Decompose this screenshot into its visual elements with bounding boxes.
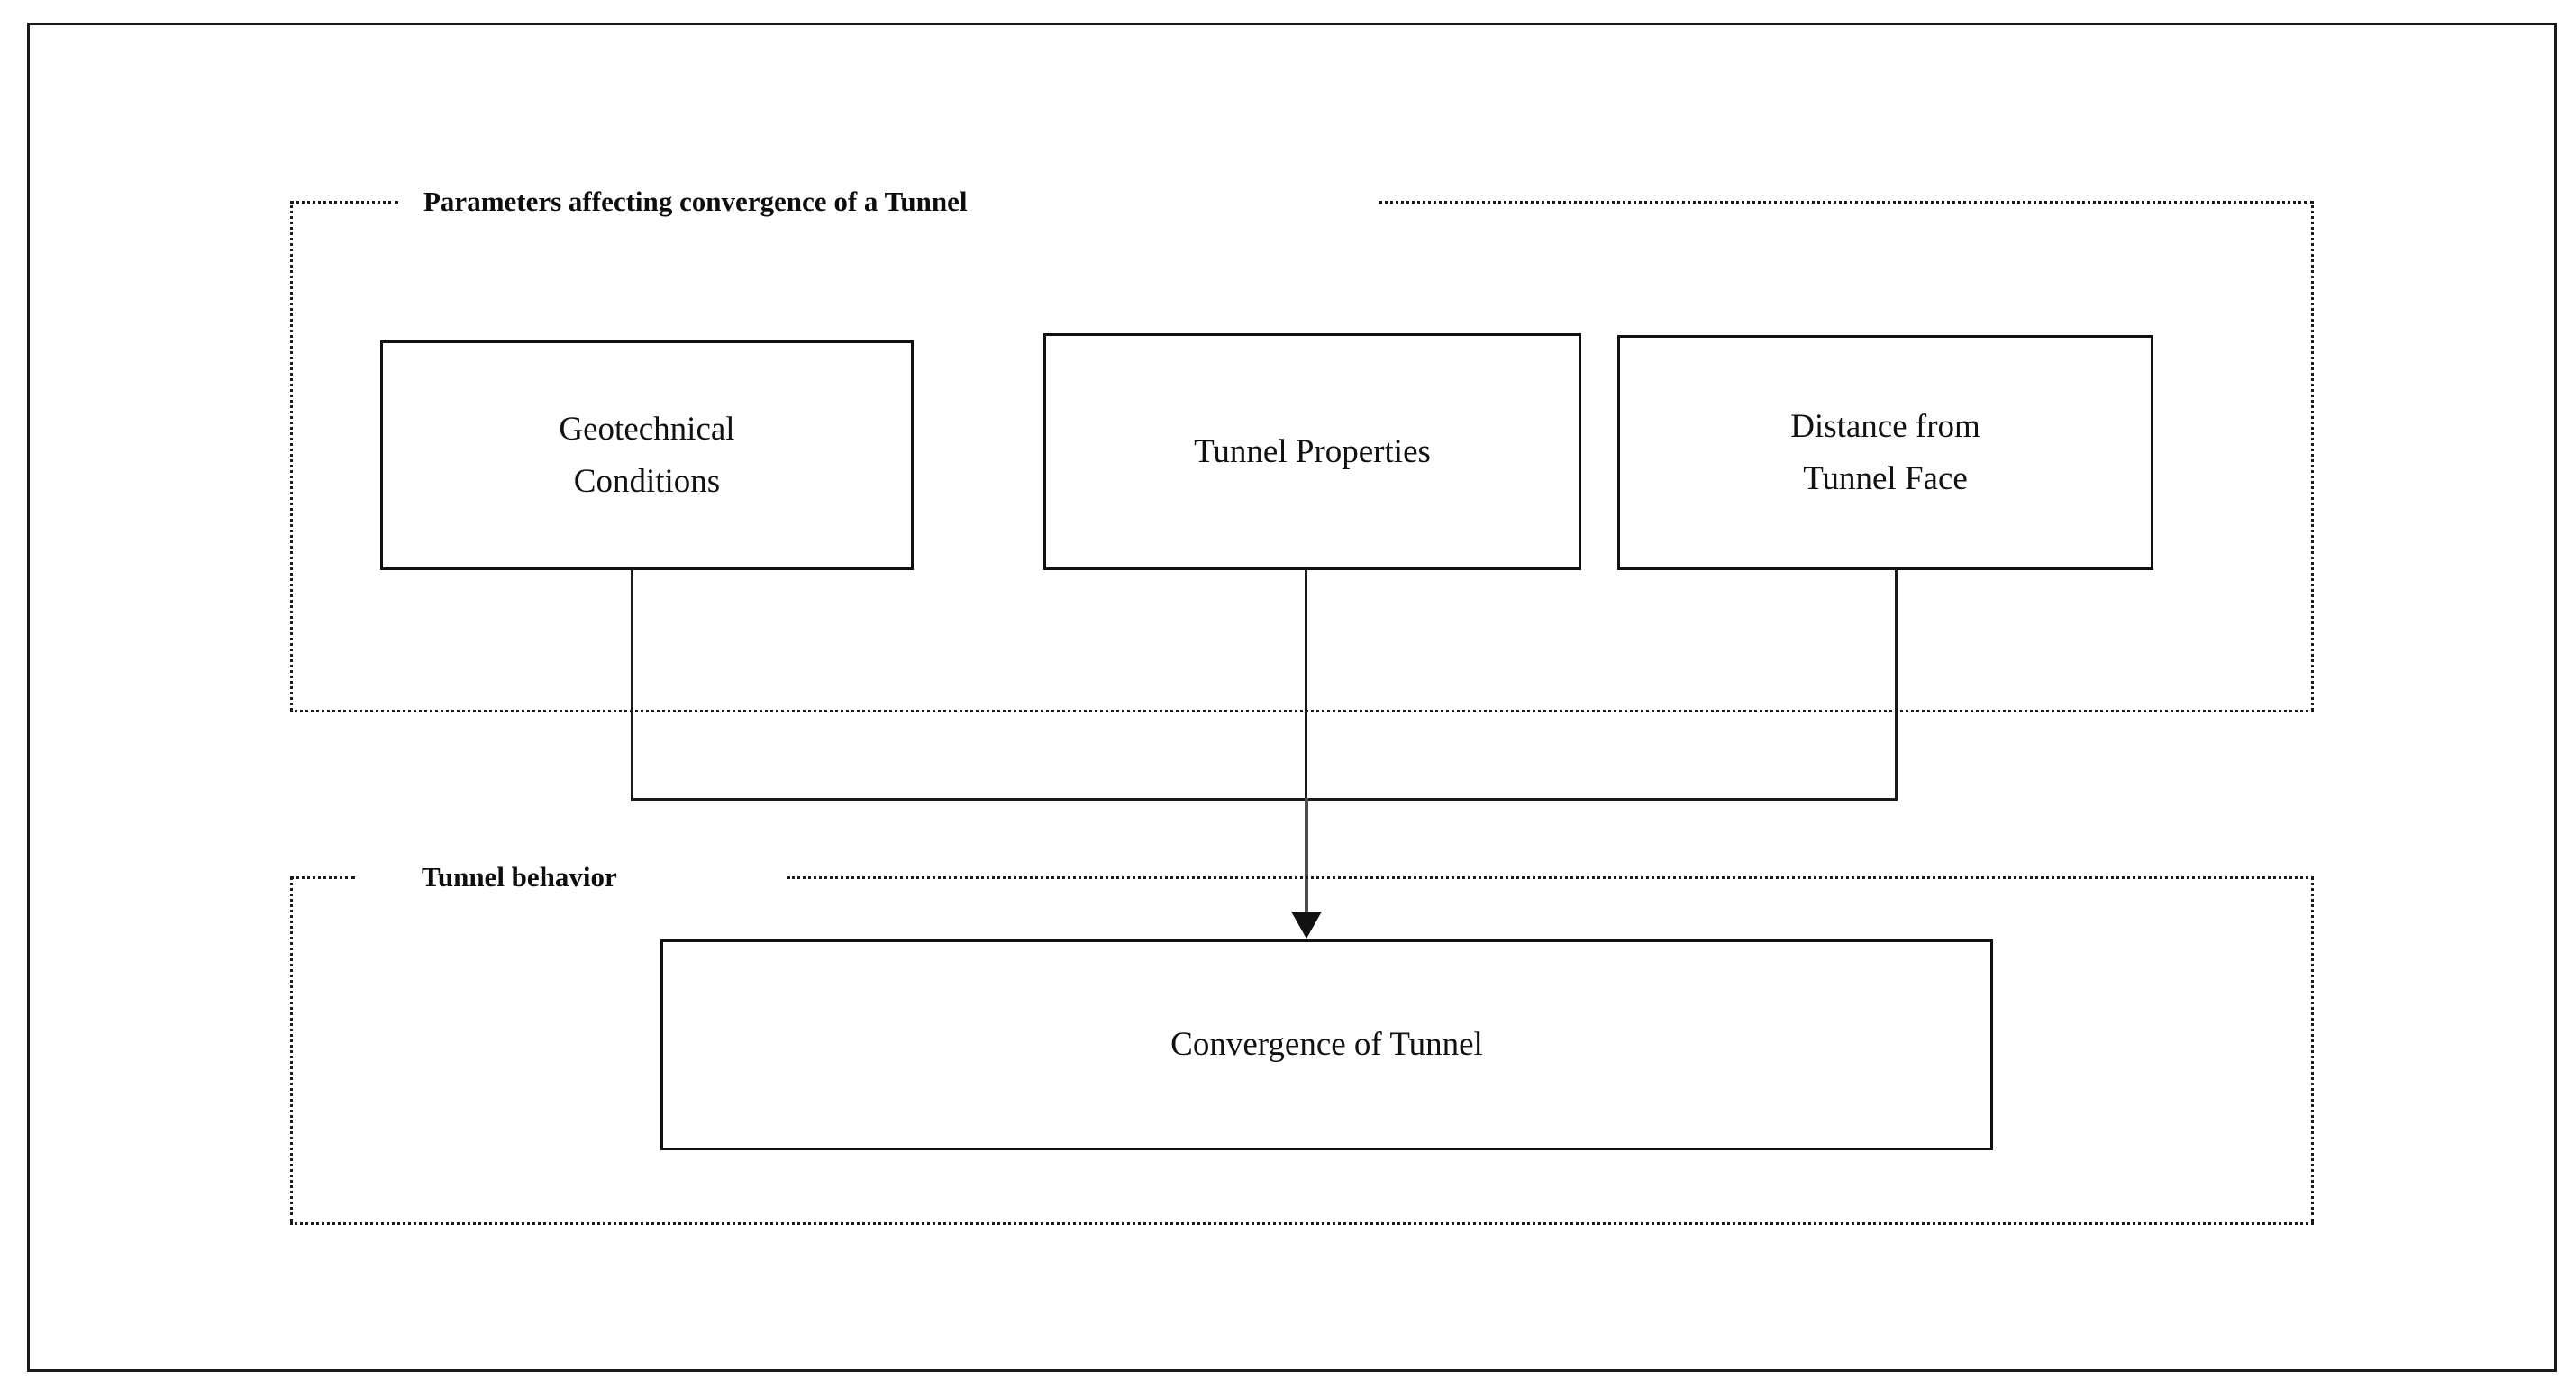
connector-distance-drop xyxy=(1895,568,1898,798)
parameters-group-left-edge xyxy=(290,201,293,711)
behavior-group-title: Tunnel behavior xyxy=(422,861,617,893)
behavior-group-top-edge-left xyxy=(290,876,355,879)
parameters-group-bottom-edge xyxy=(290,710,2314,712)
parameters-group-top-edge-right xyxy=(1379,201,2314,204)
connector-tunnel-properties-upper xyxy=(1305,568,1307,798)
behavior-group-top-edge-right xyxy=(787,876,2314,879)
node-convergence-of-tunnel[interactable]: Convergence of Tunnel xyxy=(660,939,1993,1150)
connector-geotechnical-drop xyxy=(631,568,633,798)
outer-frame xyxy=(27,23,2557,1372)
node-tunnel-properties[interactable]: Tunnel Properties xyxy=(1043,333,1581,570)
behavior-group-left-edge xyxy=(290,876,293,1222)
node-tunnel-properties-line-1: Tunnel Properties xyxy=(1194,432,1431,470)
parameters-group-top-edge-left xyxy=(290,201,398,204)
connector-arrowhead-icon xyxy=(1291,912,1322,939)
parameters-group-right-edge xyxy=(2311,201,2314,711)
behavior-group-bottom-edge xyxy=(290,1222,2314,1225)
connector-tunnel-properties-arrow-shaft xyxy=(1305,798,1308,913)
parameters-group-title: Parameters affecting convergence of a Tu… xyxy=(423,186,968,217)
node-geotechnical-conditions-line-2: Conditions xyxy=(573,462,721,500)
node-distance-from-tunnel-face[interactable]: Distance from Tunnel Face xyxy=(1617,335,2153,570)
node-geotechnical-conditions[interactable]: Geotechnical Conditions xyxy=(380,340,914,570)
node-distance-from-tunnel-face-line-1: Distance from xyxy=(1790,408,1980,446)
node-convergence-of-tunnel-line-1: Convergence of Tunnel xyxy=(1170,1026,1483,1064)
connector-junction-bus xyxy=(631,798,1898,801)
node-distance-from-tunnel-face-line-2: Tunnel Face xyxy=(1803,459,1968,497)
behavior-group-right-edge xyxy=(2311,876,2314,1222)
node-geotechnical-conditions-line-1: Geotechnical xyxy=(559,411,735,449)
